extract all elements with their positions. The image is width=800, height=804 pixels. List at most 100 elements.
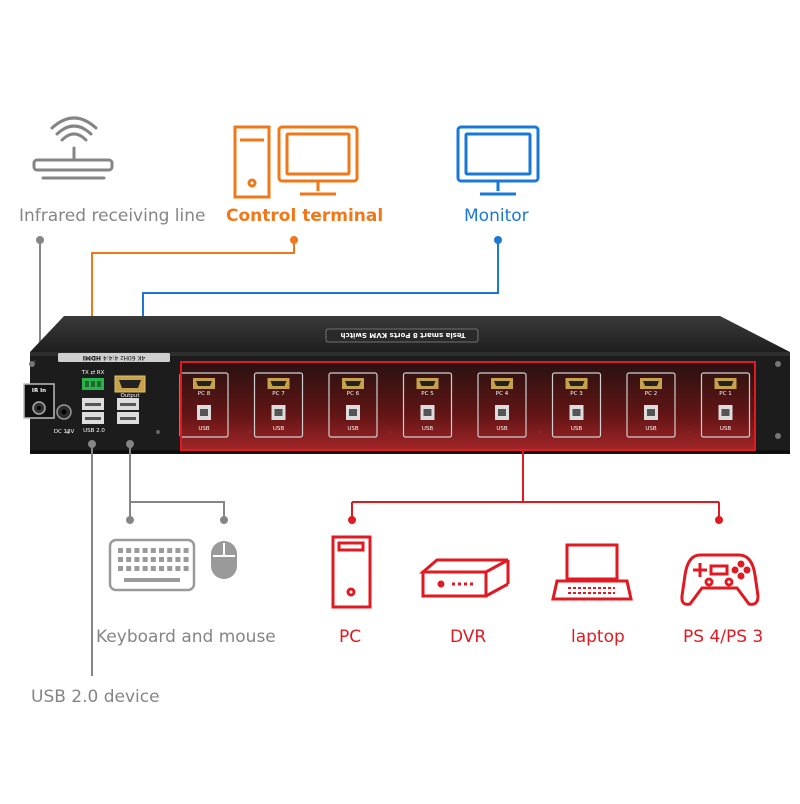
pc-port-label: PC 1 [719, 391, 732, 397]
pc-port-label: PC 2 [644, 391, 658, 397]
input-port-group-6 [551, 372, 602, 438]
resolution-text: 4K 60Hz 4:4:4 [102, 354, 146, 361]
hdmi-output-port [114, 375, 146, 393]
input-port-group-8 [700, 372, 751, 438]
port-frame [328, 372, 378, 438]
keyboard-key [134, 566, 140, 571]
mouse-icon [211, 541, 237, 579]
keyboard-key [175, 566, 181, 571]
pc-port-label: PC 5 [421, 391, 434, 397]
brand-text: Tesla smart [420, 331, 466, 339]
input-port-group-7 [626, 372, 676, 438]
keyboard-key [159, 548, 164, 553]
usb-port-label: USB [198, 426, 210, 432]
port-frame [402, 372, 453, 438]
keyboard-mouse-ports [117, 398, 139, 424]
usb-port-label: USB [570, 426, 583, 432]
keyboard-key [183, 548, 189, 553]
keyboard-key [183, 557, 189, 562]
keyboard-key [167, 548, 173, 553]
hdmi-socket [270, 381, 287, 386]
dvr-icon [418, 558, 510, 598]
keyboard-key [142, 548, 148, 553]
input-port-groups [179, 372, 751, 438]
keyboard-key [167, 557, 173, 562]
keyboard-key [159, 557, 164, 562]
hdmi-socket [494, 381, 510, 386]
pc-icon [331, 535, 372, 609]
keyboard-key [118, 566, 123, 571]
infrared-receiver-icon [32, 116, 114, 180]
usb-port-label: USB [347, 426, 359, 432]
keyboard-key [150, 548, 156, 553]
infrared-receiving-line-label: Infrared receiving line [19, 206, 206, 226]
pc-port-label: PC 7 [272, 391, 285, 397]
keyboard-key [150, 566, 156, 571]
keyboard-key [183, 566, 189, 571]
input-port-group-4 [402, 372, 453, 438]
hdmi-socket [643, 381, 659, 386]
usb-device-label: USB 2.0 device [31, 687, 160, 707]
usb-b-socket [572, 409, 581, 416]
hdmi-socket [345, 381, 361, 386]
keyboard-key [142, 557, 148, 562]
port-frame [253, 372, 304, 438]
hdmi-socket [717, 381, 734, 386]
usb-b-socket [274, 409, 283, 416]
pc-label: PC [339, 627, 362, 647]
usb-port-label: USB [272, 426, 285, 432]
usb-port-label: USB [645, 426, 657, 432]
keyboard-key [126, 557, 132, 562]
pc-port-label: PC 6 [346, 391, 360, 397]
dc-power-port [56, 404, 72, 420]
keyboard-key [118, 557, 123, 562]
port-frame [551, 372, 602, 438]
usb-b-socket [647, 409, 655, 416]
input-port-group-5 [477, 372, 527, 438]
usb-port-label: USB [719, 426, 732, 432]
laptop-icon [551, 543, 633, 601]
ir-in-port [23, 383, 55, 419]
keyboard-icon [108, 538, 196, 592]
port-frame [477, 372, 527, 438]
control-terminal-label: Control terminal [226, 206, 384, 226]
usb-b-socket [349, 409, 357, 416]
usb-b-socket [498, 409, 506, 416]
usb-device-line [88, 440, 96, 676]
hdmi-socket [196, 381, 212, 386]
laptop-label: laptop [571, 627, 625, 647]
usb20-label: USB 2.0 [83, 428, 105, 434]
input-ports-highlight [180, 361, 756, 451]
input-port-group-1 [179, 372, 229, 438]
ps-label: PS 4/PS 3 [683, 627, 764, 647]
brand-plate: Tesla smart 8 Ports KVM Switch [333, 331, 473, 339]
pc-port-label: PC 3 [570, 391, 583, 397]
keyboard-key [126, 566, 132, 571]
keyboard-key [134, 548, 140, 553]
pc-port-label: PC 8 [197, 391, 211, 397]
ir-in-label: IR In [31, 388, 47, 394]
hdmi-logo-text: HDMI [82, 354, 101, 361]
model-text: 8 Ports KVM Switch [340, 331, 418, 339]
keyboard-mouse-label: Keyboard and mouse [96, 627, 276, 647]
usb-20-ports [82, 398, 104, 424]
tx-rx-label: TX ⇄ RX [81, 370, 105, 376]
keyboard-key [150, 557, 156, 562]
inputs-distribution-line [348, 450, 723, 524]
output-label: Output [120, 393, 140, 399]
game-controller-icon [680, 553, 760, 606]
usb-b-socket [721, 409, 730, 416]
dc-label: DC 12V [53, 429, 75, 435]
keyboard-key [167, 566, 173, 571]
panel-plate: 4K 60Hz 4:4:4 HDMI [60, 354, 168, 361]
usb-b-socket [423, 409, 432, 416]
keyboard-key [175, 548, 181, 553]
usb-port-label: USB [421, 426, 434, 432]
keyboard-key [134, 557, 140, 562]
port-frame [700, 372, 751, 438]
input-port-group-3 [328, 372, 378, 438]
rs232-terminal [82, 378, 104, 390]
keyboard-key [175, 557, 181, 562]
